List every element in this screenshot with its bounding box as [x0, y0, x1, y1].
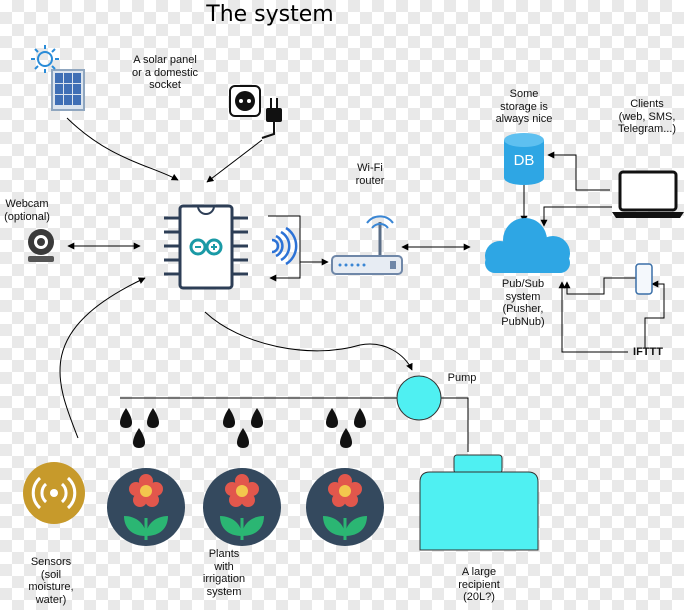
water-drop-icon — [133, 428, 145, 448]
clients-to-pubsub-arrow — [540, 206, 612, 227]
plants-label: Plants with irrigation system — [202, 548, 246, 598]
webcam-icon — [28, 229, 54, 262]
solar-panel-icon — [51, 69, 85, 111]
plant-icon — [306, 468, 384, 546]
ifttt-to-pubsub-arrow — [558, 281, 628, 353]
webcam-label: Webcam (optional) — [4, 198, 50, 223]
power-source-label: A solar panel or a domestic socket — [131, 54, 199, 92]
cloud-icon — [485, 218, 570, 273]
clients-label: Clients (web, SMS, Telegram...) — [617, 98, 677, 136]
board-to-pump-arrow — [204, 311, 413, 371]
water-drop-icon — [237, 428, 249, 448]
db-label: DB — [513, 152, 535, 169]
water-drop-icon — [326, 408, 338, 428]
water-drop-icon — [354, 408, 366, 428]
water-drops — [120, 408, 366, 448]
pump-icon — [396, 375, 442, 421]
ifttt-to-phone-arrow — [644, 280, 665, 348]
water-drop-icon — [147, 408, 159, 428]
storage-label: Some storage is always nice — [495, 88, 553, 126]
pubsub-label: Pub/Sub system (Pusher, PubNub) — [501, 278, 545, 328]
diagram-title: The system — [206, 2, 334, 27]
router-icon — [331, 215, 403, 275]
water-drop-icon — [120, 408, 132, 428]
wifi-signal-icon — [271, 226, 298, 266]
ifttt-label: IFTTT — [633, 346, 663, 358]
pump-to-tank-pipe — [441, 397, 469, 452]
laptop-icon — [612, 170, 684, 218]
sensors-to-board-arrow — [59, 277, 146, 439]
plug-icon — [261, 98, 282, 139]
phone-to-pubsub-arrow — [563, 277, 636, 295]
connectors — [59, 117, 665, 452]
sensors-label: Sensors (soil moisture, water) — [28, 556, 74, 606]
sensor-icon — [23, 462, 85, 524]
phone-icon — [635, 263, 653, 295]
plant-icon — [203, 468, 281, 546]
power-socket-icon — [229, 85, 261, 117]
plant-icon — [107, 468, 185, 546]
microcontroller-icon — [164, 204, 248, 290]
water-drop-icon — [223, 408, 235, 428]
board-to-router-line — [268, 215, 301, 282]
wifi-router-label: Wi-Fi router — [355, 162, 385, 187]
pump-label: Pump — [447, 372, 477, 384]
power-to-board-arrow — [66, 117, 179, 181]
recipient-label: A large recipient (20L?) — [458, 566, 500, 604]
sun-icon — [31, 45, 59, 73]
database-icon — [504, 133, 544, 185]
socket-to-board-arrow — [206, 139, 263, 183]
water-drop-icon — [340, 428, 352, 448]
clients-to-db-arrow — [547, 151, 610, 191]
water-drop-icon — [251, 408, 263, 428]
water-tank-icon — [419, 454, 539, 551]
